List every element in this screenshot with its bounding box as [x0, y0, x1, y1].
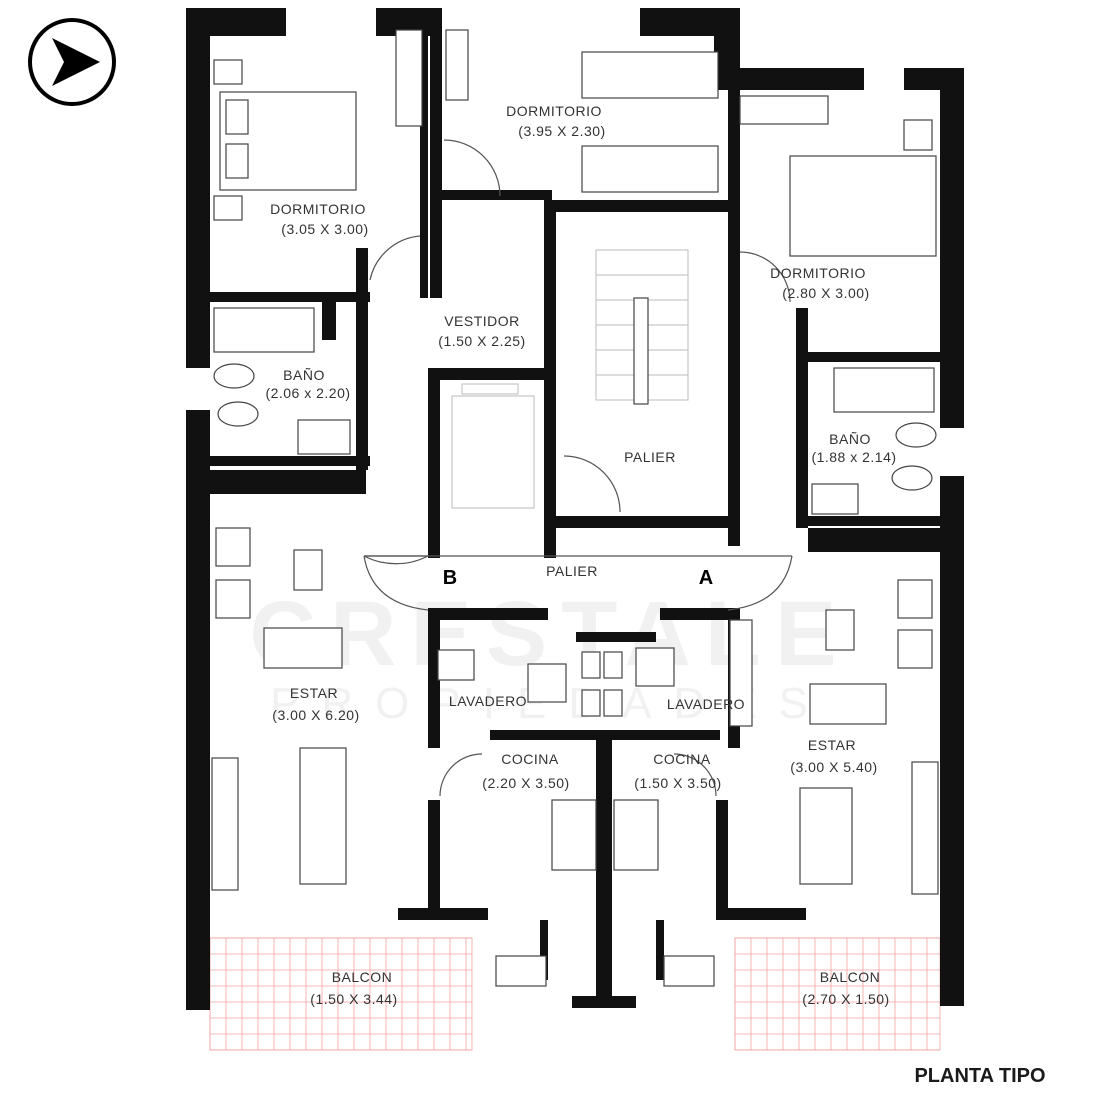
bano-left-name: BAÑO — [283, 367, 325, 383]
unit-a-label: A — [699, 567, 713, 589]
lavadero-right-name: LAVADERO — [667, 696, 745, 712]
balcon-left-dims: (1.50 X 3.44) — [310, 991, 397, 1007]
cocina-right-dims: (1.50 X 3.50) — [634, 775, 721, 791]
palier-stair-name: PALIER — [624, 449, 676, 465]
bano-right-dims: (1.88 x 2.14) — [811, 449, 896, 465]
cocina-right-name: COCINA — [653, 751, 711, 767]
unit-b-label: B — [443, 567, 457, 589]
balcon-right-dims: (2.70 X 1.50) — [802, 991, 889, 1007]
door-swings — [363, 139, 793, 797]
cocina-left-name: COCINA — [501, 751, 559, 767]
room-labels: DORMITORIO (3.05 X 3.00) DORMITORIO (3.9… — [265, 103, 896, 1007]
north-arrow-icon — [28, 18, 116, 106]
vestidor-dims: (1.50 X 2.25) — [438, 333, 525, 349]
vestidor-name: VESTIDOR — [444, 313, 520, 329]
dormitorio-left-dims: (3.05 X 3.00) — [281, 221, 368, 237]
dormitorio-top-dims: (3.95 X 2.30) — [518, 123, 605, 139]
balcon-left-name: BALCON — [332, 969, 393, 985]
furniture — [211, 29, 939, 987]
walls — [186, 8, 964, 1010]
dormitorio-top-name: DORMITORIO — [506, 103, 602, 119]
estar-right-dims: (3.00 X 5.40) — [790, 759, 877, 775]
elevator — [451, 383, 535, 509]
estar-left-name: ESTAR — [290, 685, 338, 701]
balcony-tile-pattern — [209, 937, 941, 1051]
dormitorio-left-name: DORMITORIO — [270, 201, 366, 217]
dormitorio-right-name: DORMITORIO — [770, 265, 866, 281]
estar-left-dims: (3.00 X 6.20) — [272, 707, 359, 723]
balcon-right-name: BALCON — [820, 969, 881, 985]
dormitorio-right-dims: (2.80 X 3.00) — [782, 285, 869, 301]
cocina-left-dims: (2.20 X 3.50) — [482, 775, 569, 791]
bano-right-name: BAÑO — [829, 431, 871, 447]
plan-title: PLANTA TIPO — [914, 1065, 1045, 1087]
palier-hall-name: PALIER — [546, 563, 598, 579]
bano-left-dims: (2.06 x 2.20) — [265, 385, 350, 401]
estar-right-name: ESTAR — [808, 737, 856, 753]
staircase — [595, 249, 689, 405]
lavadero-left-name: LAVADERO — [449, 693, 527, 709]
